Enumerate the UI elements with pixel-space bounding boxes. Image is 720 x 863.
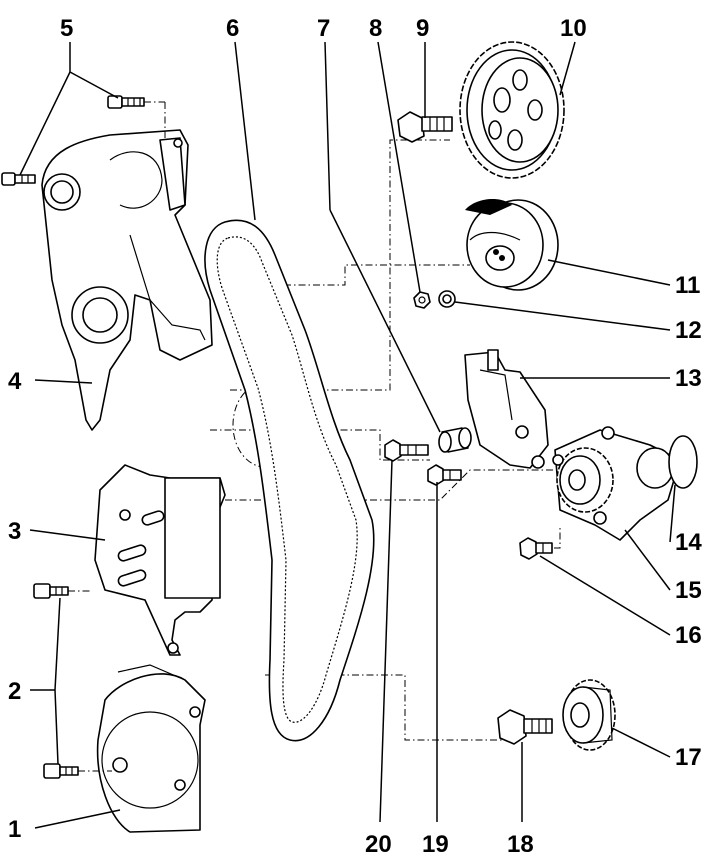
tensioner-nut-and-washer (413, 290, 456, 309)
callout-12: 12 (675, 317, 702, 344)
upper-timing-cover (41, 129, 213, 431)
callout-17: 17 (675, 744, 702, 771)
crankshaft-bolt (497, 709, 553, 745)
lower-timing-cover (96, 664, 206, 833)
callout-4: 4 (8, 368, 22, 395)
callout-labels: 5 6 7 8 9 10 11 12 13 14 15 16 17 18 19 … (8, 15, 702, 858)
camshaft-sprocket (459, 41, 565, 179)
coolant-pump (552, 426, 681, 541)
callout-14: 14 (675, 529, 702, 556)
callout-11: 11 (675, 272, 700, 299)
middle-timing-cover (94, 464, 226, 656)
callout-13: 13 (675, 365, 702, 392)
callout-6: 6 (226, 15, 239, 42)
bolt-16 (519, 537, 553, 560)
callout-20: 20 (365, 831, 392, 858)
camshaft-bolt (397, 111, 453, 143)
crankshaft-sprocket (562, 679, 616, 751)
o-ring (668, 435, 698, 489)
bolt-2-lower (43, 763, 79, 779)
tensioner-pulley (465, 198, 559, 291)
bolt-5-upper (107, 95, 145, 109)
leader-lines (19, 41, 676, 829)
spacer-sleeve (438, 427, 472, 453)
callout-16: 16 (675, 622, 702, 649)
bolt-2-upper (33, 583, 69, 599)
bolt-19 (427, 464, 462, 486)
timing-belt (204, 219, 375, 742)
callout-10: 10 (560, 15, 587, 42)
callout-8: 8 (369, 15, 382, 42)
callout-2: 2 (8, 678, 21, 705)
callout-9: 9 (416, 15, 429, 42)
bolt-5-lower (1, 172, 36, 186)
cover-bolts (1, 95, 166, 779)
callout-7: 7 (317, 15, 330, 42)
callout-18: 18 (507, 831, 534, 858)
callout-15: 15 (675, 577, 702, 604)
idler-bracket (464, 349, 549, 469)
callout-5: 5 (60, 15, 73, 42)
callout-3: 3 (8, 518, 21, 545)
bolt-20 (384, 439, 429, 462)
callout-1: 1 (8, 816, 21, 843)
callout-19: 19 (422, 831, 449, 858)
